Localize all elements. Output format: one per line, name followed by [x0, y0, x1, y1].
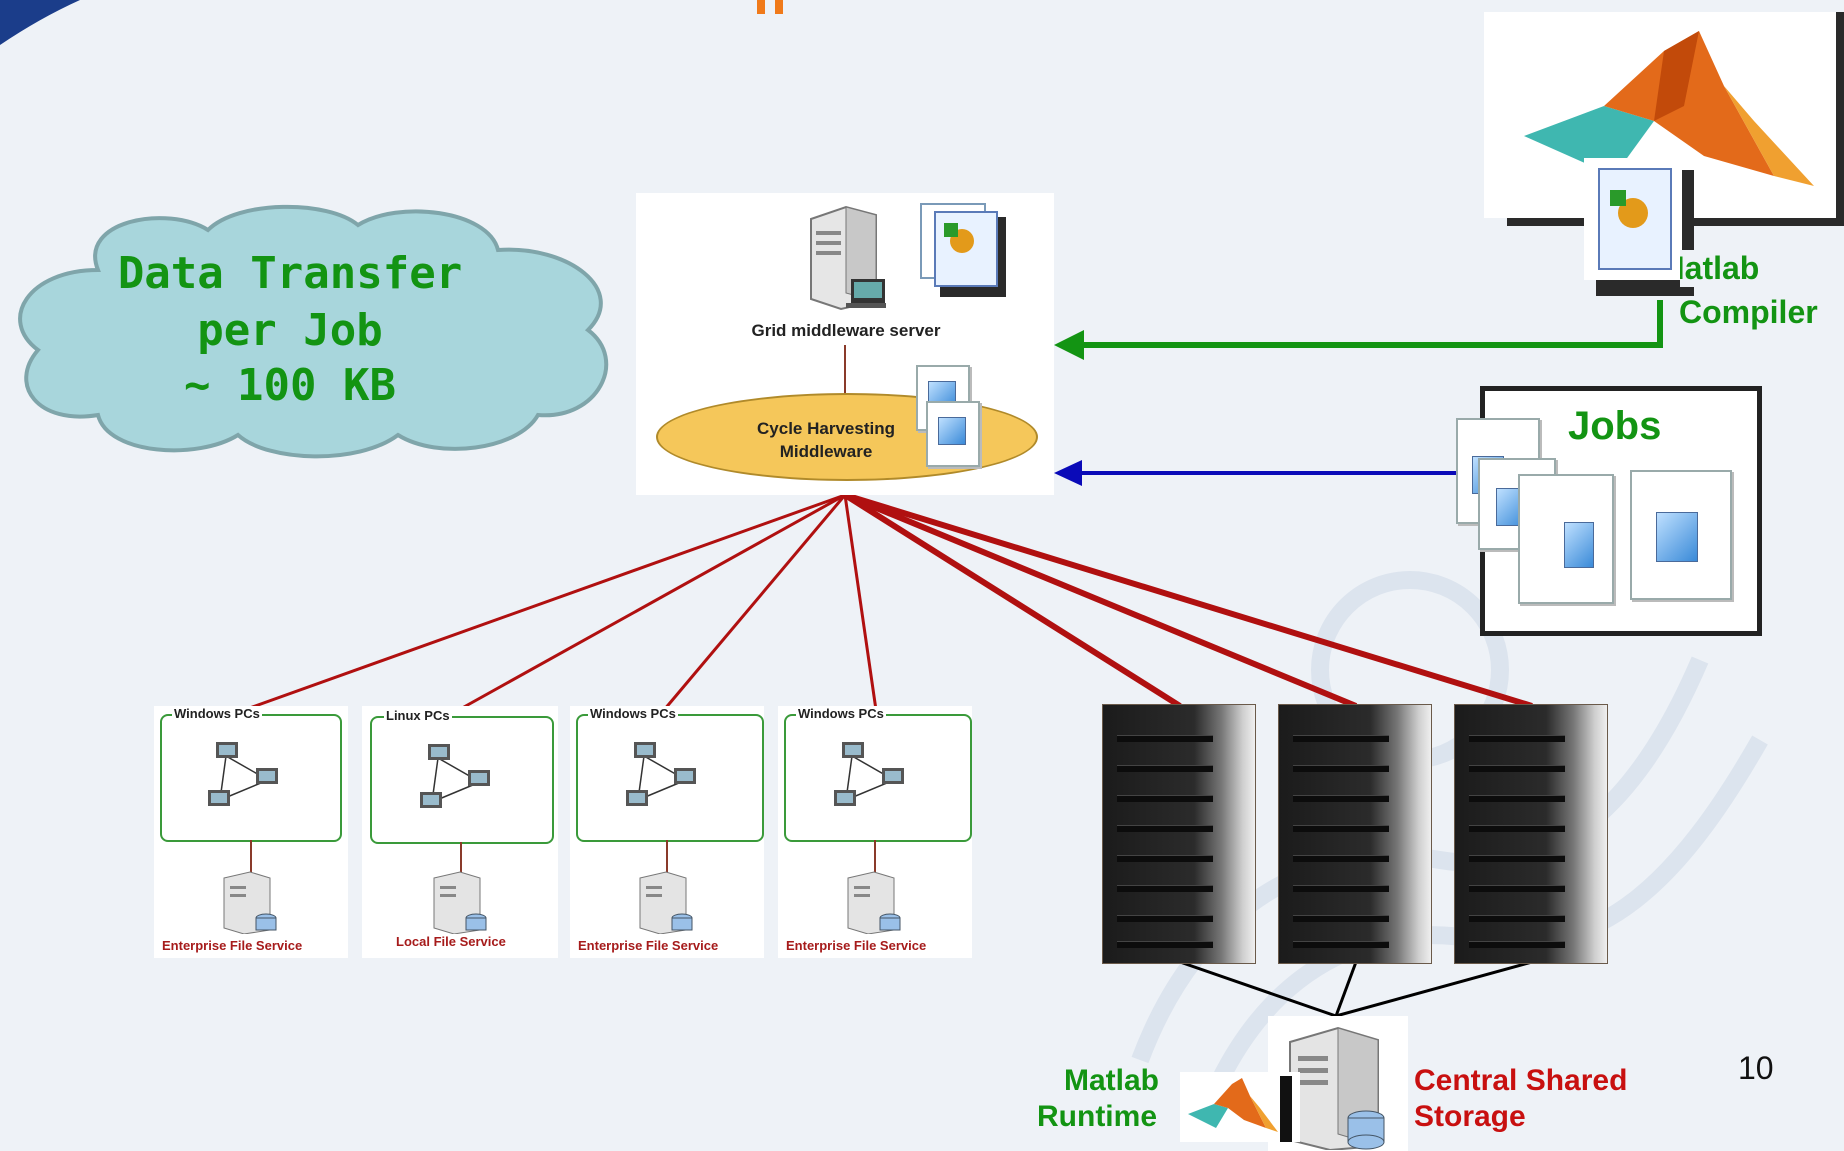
document-icon	[1630, 470, 1732, 600]
compiler-frame-right	[1836, 12, 1844, 226]
link-pool-4	[843, 494, 878, 711]
jobs-arrowhead	[1054, 460, 1082, 486]
storage-label-line1: Central Shared	[1414, 1064, 1628, 1097]
link-storage-3	[1335, 960, 1533, 1018]
server-rack-icon	[1454, 704, 1608, 964]
compiler-label-line2: Compiler	[1679, 294, 1818, 330]
data-transfer-cloud	[18, 204, 609, 459]
link-rack-2	[843, 492, 1358, 709]
pool-service-label: Enterprise File Service	[162, 938, 303, 953]
cycle-harvesting-line2: Middleware	[779, 442, 873, 461]
compiled-job-icon	[916, 197, 1020, 303]
server-rack-icon	[1102, 704, 1256, 964]
pc-network-icon	[834, 742, 904, 806]
jobs-title: Jobs	[1568, 404, 1662, 448]
pool-windows-2: Windows PCs Enterprise File Service	[570, 706, 764, 958]
matlab-compiler-panel	[1484, 12, 1836, 218]
link-rack-1	[843, 492, 1182, 709]
link-storage-1	[1179, 960, 1337, 1018]
compiler-arrow	[1080, 300, 1663, 348]
link-pool-3	[662, 494, 847, 711]
link-pool-1	[243, 493, 846, 712]
compiler-label-line1: Matlab	[1658, 250, 1760, 287]
cloud-text-line2: per Job	[197, 305, 383, 356]
cloud-text-line3: ~ 100 KB	[184, 360, 396, 411]
file-server-icon	[639, 871, 693, 934]
pool-title: Windows PCs	[796, 706, 886, 721]
cloud-text-line1: Data Transfer	[117, 248, 463, 299]
pool-title: Linux PCs	[384, 708, 452, 723]
link-rack-3	[844, 492, 1533, 709]
file-server-icon	[847, 871, 901, 934]
pc-network-icon	[208, 742, 278, 806]
link-pool-2	[454, 493, 846, 714]
middleware-server-label: Grid middleware server	[751, 321, 941, 340]
pool-linux: Linux PCs Local File Service	[362, 706, 558, 958]
server-icon	[810, 205, 886, 311]
matlab-logo-icon	[1188, 1078, 1278, 1132]
middleware-panel: Grid middleware server Cycle Harvesting …	[636, 193, 1054, 495]
storage-label-line2: Storage	[1414, 1100, 1526, 1133]
pool-title: Windows PCs	[588, 706, 678, 721]
pool-service-label: Enterprise File Service	[786, 938, 927, 953]
pool-windows-3: Windows PCs Enterprise File Service	[778, 706, 972, 958]
file-server-icon	[223, 871, 277, 934]
document-icon	[1518, 474, 1614, 604]
matlab-runtime-icon	[1180, 1072, 1300, 1142]
file-server-icon	[433, 871, 487, 934]
compiled-job-icon	[1584, 158, 1694, 296]
server-link-line	[844, 345, 846, 395]
document-icon	[926, 401, 980, 467]
runtime-label-line2: Runtime	[1037, 1100, 1157, 1133]
pool-service-label: Local File Service	[396, 934, 506, 949]
compiler-arrowhead	[1054, 330, 1084, 360]
pc-network-icon	[626, 742, 696, 806]
pool-service-label: Enterprise File Service	[578, 938, 719, 953]
title-fragment	[757, 0, 787, 14]
pool-windows-1: Windows PCs Enterprise File Service	[154, 706, 348, 958]
server-rack-icon	[1278, 704, 1432, 964]
pc-network-icon	[420, 744, 490, 808]
runtime-label-line1: Matlab	[1064, 1064, 1160, 1097]
link-storage-2	[1334, 961, 1358, 1017]
storage-server-icon	[1289, 1026, 1385, 1150]
page-number: 10	[1738, 1050, 1774, 1086]
pool-title: Windows PCs	[172, 706, 262, 721]
cycle-harvesting-line1: Cycle Harvesting	[757, 419, 895, 438]
corner-swoosh	[0, 0, 80, 45]
